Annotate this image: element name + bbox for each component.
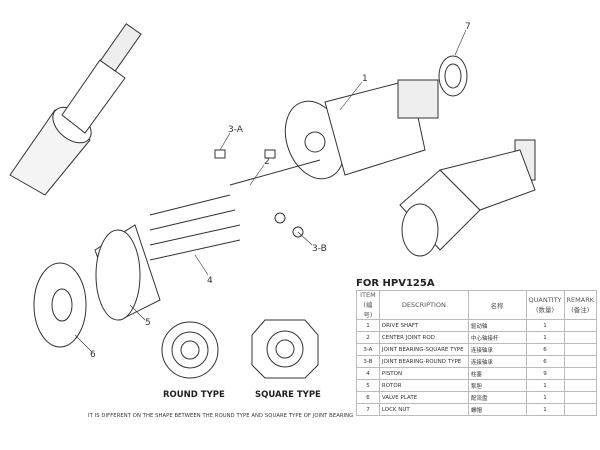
cell-item: 1: [356, 319, 380, 332]
cell-desc: VALVE PLATE: [378, 391, 469, 404]
callout-5: 5: [145, 318, 151, 328]
callout-1: 1: [362, 74, 368, 84]
cell-qty: 1: [525, 403, 565, 416]
round-type-caption: ROUND TYPE: [163, 390, 225, 400]
header-qty-cn: (数量): [535, 306, 555, 314]
cell-name: 连接轴承: [467, 355, 527, 368]
assembled-pump-top-left: [9, 23, 142, 196]
round-type-bearing: [161, 321, 219, 379]
header-remark: REMARK (备注): [563, 290, 598, 320]
cell-name: 中心轴接杆: [467, 331, 527, 344]
cell-remark: [563, 355, 598, 368]
cell-desc: JOINT BEARING-SQUARE TYPE: [378, 343, 469, 356]
table-header-row: ITEM (编号) DESCRIPTION 名称 QUANTITY (数量) REM…: [356, 290, 598, 320]
callout-7: 7: [465, 22, 471, 32]
header-remark-cn: (备注): [571, 306, 590, 314]
cell-desc: LOCK NUT: [378, 403, 469, 416]
cell-name: 泵胆: [467, 379, 527, 392]
cell-item: 3-A: [356, 343, 380, 356]
header-item: ITEM (编号): [356, 290, 380, 320]
cell-name: 驱动轴: [467, 319, 527, 332]
assembled-pump-right: [399, 139, 536, 257]
cell-qty: 1: [525, 331, 565, 344]
header-description: DESCRIPTION: [378, 290, 469, 320]
callout-3a: 3-A: [228, 125, 243, 135]
pistons: [149, 159, 321, 261]
cell-remark: [563, 319, 598, 332]
header-quantity: QUANTITY (数量): [525, 290, 565, 320]
cell-desc: CENTER JOINT ROD: [378, 331, 469, 344]
cell-desc: DRIVE SHAFT: [378, 319, 469, 332]
cell-remark: [563, 379, 598, 392]
lock-nut: [438, 55, 468, 97]
valve-plate: [33, 262, 87, 348]
cell-item: 4: [356, 367, 380, 380]
drive-shaft-assembly: [284, 79, 439, 180]
header-remark-en: REMARK: [566, 296, 594, 304]
cell-item: 6: [356, 391, 380, 404]
rotor: [94, 224, 161, 321]
cell-item: 2: [356, 331, 380, 344]
cell-desc: PISTON: [378, 367, 469, 380]
bearing-note: IT IS DIFFERENT ON THE SHAPE BETWEEN THE…: [88, 413, 354, 419]
callout-3b: 3-B: [312, 244, 327, 254]
header-item-cn: (编号): [363, 301, 373, 319]
table-title: FOR HPV125A: [356, 278, 435, 289]
cell-item: 7: [356, 403, 380, 416]
cell-desc: ROTOR: [378, 379, 469, 392]
cell-name: 连接轴承: [467, 343, 527, 356]
cell-name: 螺帽: [467, 403, 527, 416]
cell-remark: [563, 367, 598, 380]
cell-qty: 1: [525, 319, 565, 332]
callout-4: 4: [207, 276, 213, 286]
cell-remark: [563, 391, 598, 404]
cell-qty: 1: [525, 391, 565, 404]
leader-lines: [74, 29, 467, 353]
parts-table: ITEM (编号) DESCRIPTION 名称 QUANTITY (数量) REM…: [356, 290, 598, 416]
cell-item: 5: [356, 379, 380, 392]
cell-desc: JOINT BEARING-ROUND TYPE: [378, 355, 469, 368]
cell-name: 柱塞: [467, 367, 527, 380]
cell-remark: [563, 343, 598, 356]
header-item-en: ITEM: [360, 291, 376, 299]
square-type-bearing: [251, 319, 319, 379]
cell-item: 3-B: [356, 355, 380, 368]
cell-qty: 6: [525, 343, 565, 356]
callout-2: 2: [264, 157, 270, 167]
cell-remark: [563, 403, 598, 416]
square-type-caption: SQUARE TYPE: [255, 390, 321, 400]
cell-qty: 1: [525, 379, 565, 392]
cell-qty: 9: [525, 367, 565, 380]
header-qty-en: QUANTITY: [528, 296, 562, 304]
cell-name: 配流盘: [467, 391, 527, 404]
header-name: 名称: [467, 290, 527, 320]
callout-6: 6: [90, 350, 96, 360]
joint-bearings: [214, 149, 304, 238]
cell-remark: [563, 331, 598, 344]
cell-qty: 6: [525, 355, 565, 368]
